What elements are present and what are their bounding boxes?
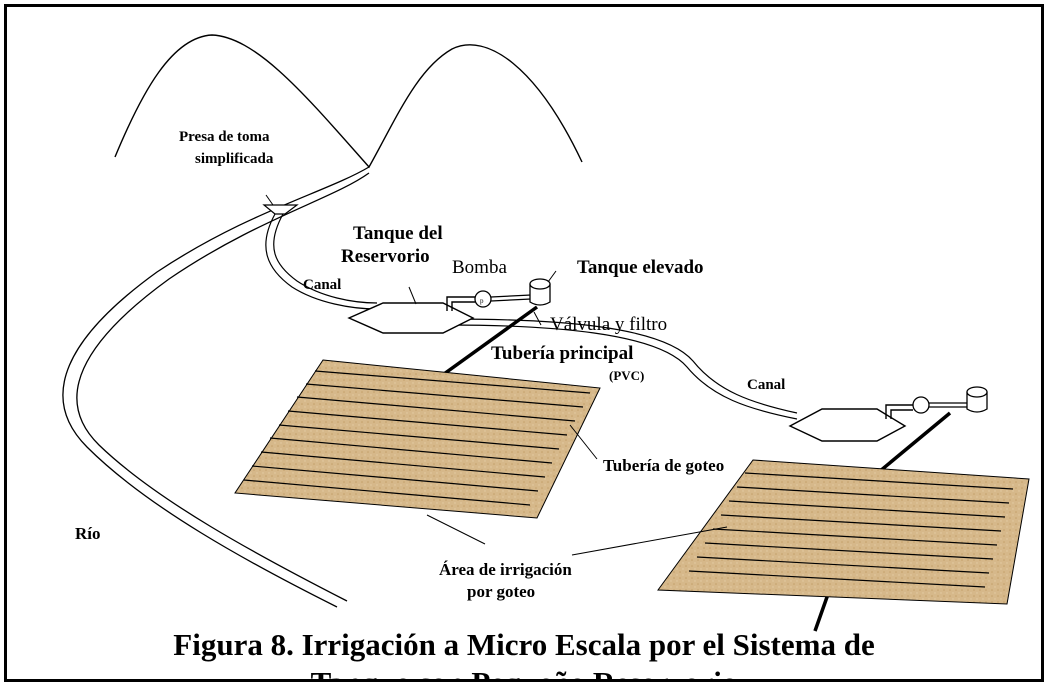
- reservoir-tank-2: [788, 408, 907, 442]
- label-rio: Río: [75, 524, 101, 543]
- label-tuberia-principal: Tubería principal: [491, 343, 633, 364]
- figure-frame: p: [4, 4, 1044, 682]
- label-area-2: por goteo: [467, 582, 535, 601]
- irrigation-diagram: p: [62, 34, 1030, 632]
- label-tanque-elevado: Tanque elevado: [577, 257, 704, 278]
- valve-filter-pointer: [533, 311, 542, 326]
- drip-field-2: [657, 459, 1030, 605]
- mountain-outline: [114, 34, 583, 169]
- label-canal-left: Canal: [303, 277, 341, 293]
- label-presa-1: Presa de toma: [179, 129, 270, 145]
- label-tuberia-goteo: Tubería de goteo: [603, 456, 724, 475]
- label-area-1: Área de irrigación: [439, 560, 572, 579]
- canal: [265, 213, 798, 420]
- drip-field-1: [234, 359, 601, 519]
- label-presa-2: simplificada: [195, 151, 274, 167]
- area-pointers: [426, 514, 728, 556]
- label-canal-right: Canal: [747, 377, 785, 393]
- reservoir-tank-1: [347, 286, 475, 334]
- svg-text:p: p: [480, 297, 484, 305]
- figure-caption-line1: Figura 8. Irrigación a Micro Escala por …: [173, 627, 875, 662]
- intake-dam: [262, 194, 299, 215]
- label-valvula-filtro: Válvula y filtro: [550, 314, 667, 335]
- label-bomba: Bomba: [452, 257, 507, 278]
- label-reservorio: Reservorio: [341, 246, 430, 267]
- label-tanque-del: Tanque del: [353, 223, 443, 244]
- elevated-tank-2: [966, 386, 988, 413]
- label-pvc: (PVC): [609, 368, 644, 383]
- pump-1: p: [446, 290, 532, 311]
- elevated-tank-1: [529, 270, 557, 306]
- pump-2: [885, 396, 967, 419]
- figure-caption-line2: Tanque con Pequeño Reservorio: [7, 667, 1041, 679]
